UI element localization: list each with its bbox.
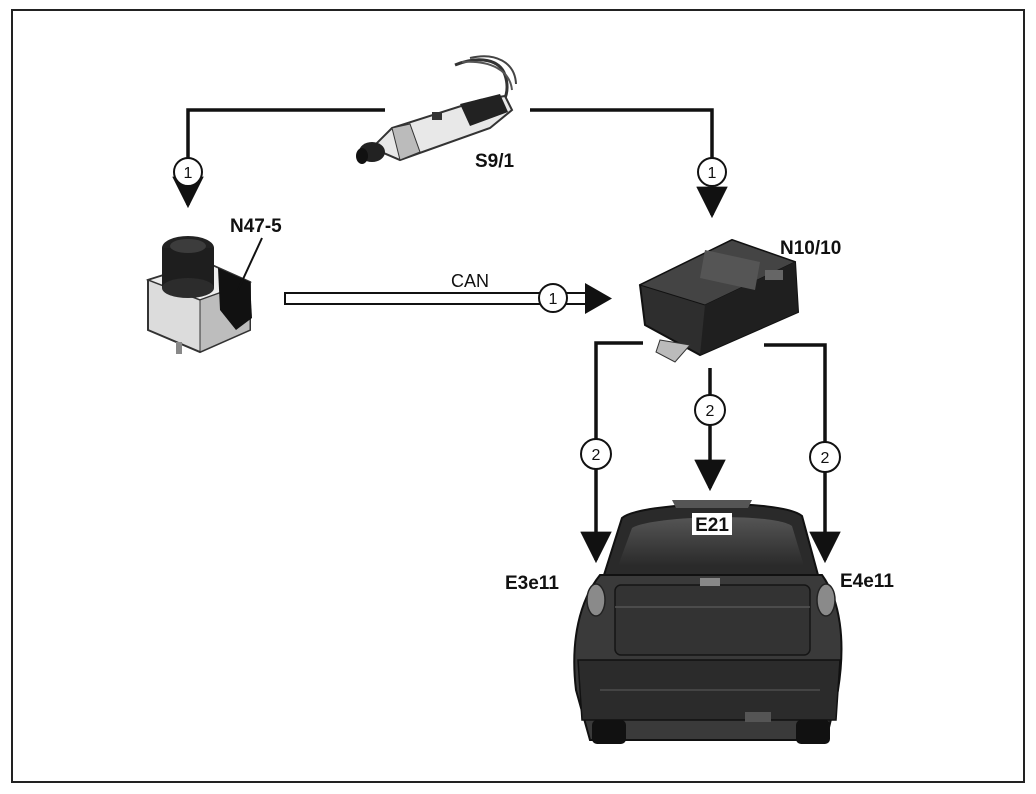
label-n10-10: N10/10	[780, 238, 841, 259]
diagram-frame	[11, 9, 1025, 783]
marker-label: 2	[821, 450, 830, 467]
marker-label: 2	[592, 447, 601, 464]
line-n1010-to-e4e11	[764, 343, 841, 564]
sam-module-image	[638, 238, 800, 363]
label-e21-box	[692, 513, 732, 535]
marker-2-right: 2	[809, 441, 841, 473]
esp-unit-image	[145, 236, 253, 354]
label-s9-1: S9/1	[475, 151, 515, 172]
marker-label: 1	[708, 165, 717, 182]
label-e21: E21	[695, 515, 729, 536]
marker-label: 1	[549, 291, 558, 308]
marker-2-left: 2	[580, 438, 612, 470]
line-n1010-to-e3e11	[580, 341, 643, 564]
marker-1-right: 1	[697, 157, 727, 187]
marker-1-left: 1	[173, 157, 203, 187]
marker-label: 2	[706, 403, 715, 420]
marker-1-can: 1	[538, 283, 568, 313]
label-can: CAN	[451, 271, 489, 291]
can-bus-arrow	[284, 283, 612, 314]
label-e4e11: E4e11	[840, 571, 894, 592]
marker-label: 1	[184, 165, 193, 182]
marker-2-center: 2	[694, 394, 726, 426]
n475-leader-line	[237, 237, 263, 291]
car-rear-image	[573, 500, 843, 744]
label-n47-5: N47-5	[230, 216, 282, 237]
label-e3e11: E3e11	[505, 573, 559, 594]
brake-pedal-switch-image	[356, 55, 517, 164]
